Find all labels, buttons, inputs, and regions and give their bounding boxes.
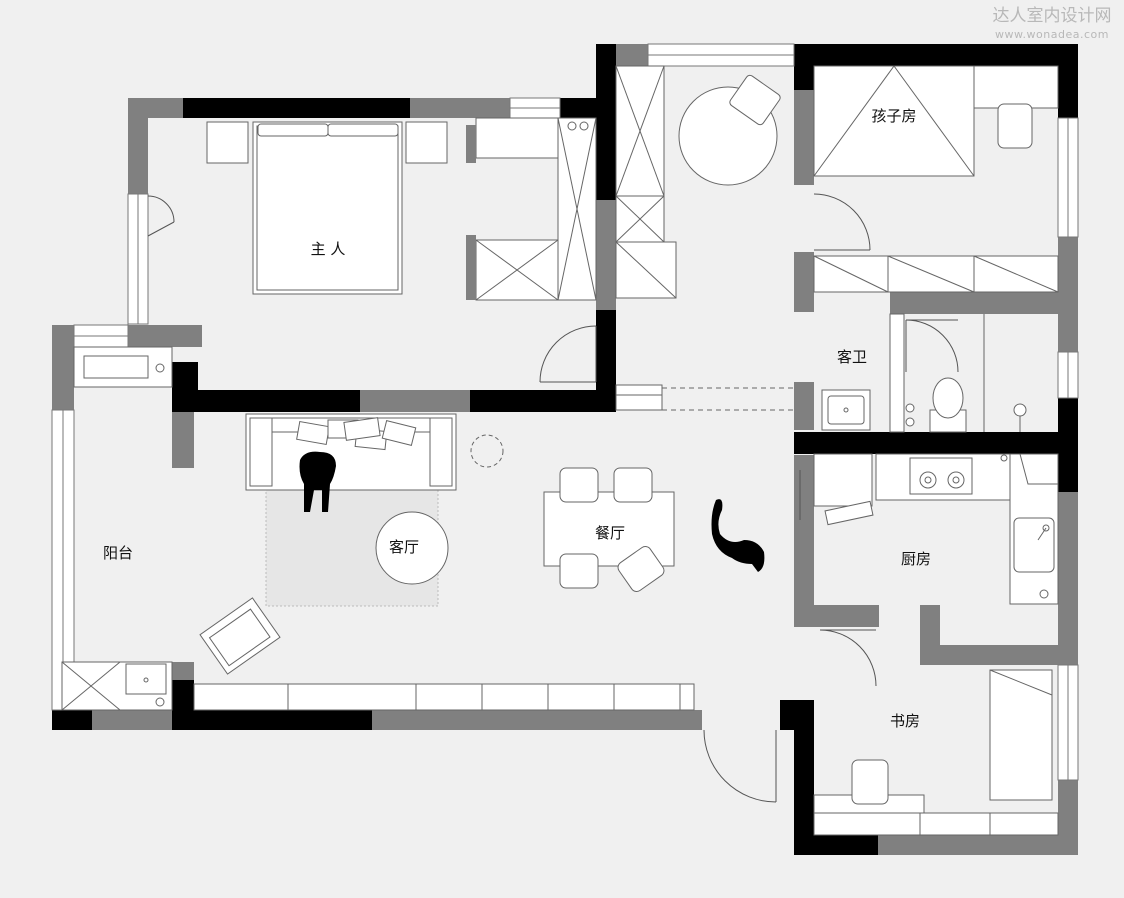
fridge (813, 453, 873, 507)
shower-drain (1013, 403, 1027, 417)
bed (252, 121, 403, 295)
doors (147, 193, 959, 803)
dining-chair (613, 467, 653, 503)
dining-chair (617, 546, 665, 592)
watermark-brand: 达人室内设计网 (993, 6, 1112, 26)
child-room-furniture (813, 65, 1059, 293)
nightstand-left (206, 121, 249, 164)
guest-bath-fixtures (814, 313, 1027, 433)
child-chair (997, 103, 1033, 149)
child-bed (813, 65, 975, 177)
study-bed (989, 669, 1053, 801)
dining-chair (559, 467, 599, 503)
balcony-sink (125, 663, 167, 695)
room-label-child: 孩子房 (871, 107, 916, 125)
tv-cabinet (193, 683, 695, 711)
room-label-guest-bath: 客卫 (837, 348, 867, 366)
room-label-balcony: 阳台 (103, 544, 133, 562)
watermark: 达人室内设计网 www.wonadea.com (993, 6, 1112, 41)
study-cabinet (813, 812, 1059, 836)
dog-silhouette (299, 451, 336, 512)
windows (51, 43, 1079, 781)
desk-chair (729, 74, 781, 126)
kitchen-fixtures (813, 453, 1059, 605)
room-label-master: 主 人 (311, 240, 346, 258)
balcony-fixtures (61, 346, 173, 711)
cushion (381, 420, 417, 446)
child-desk (973, 65, 1059, 109)
child-wardrobe (813, 255, 1059, 293)
pillow-left (257, 123, 329, 137)
walls-black (52, 44, 1078, 855)
cat-silhouette (711, 499, 765, 572)
study-furniture (813, 669, 1059, 836)
study-chair (851, 759, 889, 805)
pillow-right (327, 123, 399, 137)
master-bedroom-furniture (206, 117, 597, 301)
living-room-furniture (193, 413, 695, 711)
side-table (470, 434, 504, 468)
watermark-url: www.wonadea.com (995, 28, 1109, 41)
room-label-study: 书房 (890, 712, 920, 730)
nightstand-right (405, 121, 448, 164)
corridor-furniture (615, 65, 794, 411)
room-label-kitchen: 厨房 (901, 550, 931, 568)
dining-chair (559, 553, 599, 589)
coffee-table (375, 511, 449, 585)
dining-furniture (543, 467, 765, 592)
room-label-living: 客厅 (389, 538, 419, 556)
cushion (343, 417, 381, 441)
room-label-dining: 餐厅 (595, 524, 625, 542)
